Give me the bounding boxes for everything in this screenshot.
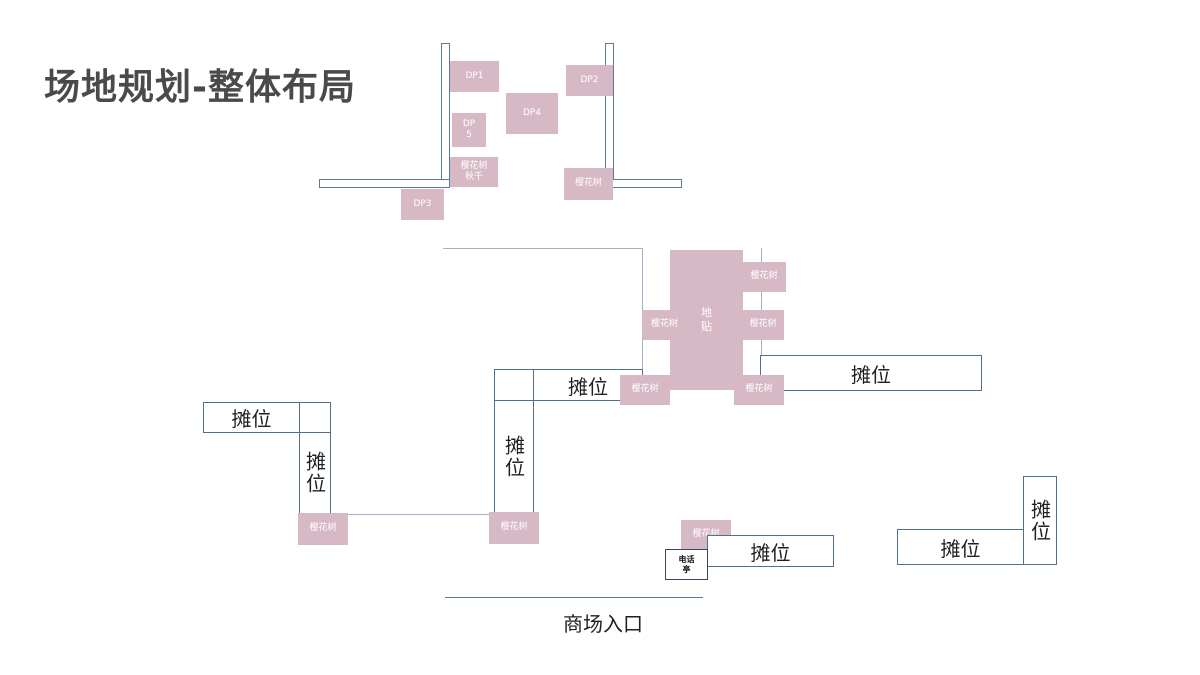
stall: 摊位	[203, 402, 300, 433]
entrance-line	[445, 597, 703, 598]
stall: 摊位	[494, 400, 534, 513]
boundary-line	[348, 514, 489, 515]
dp3-zone: DP3	[401, 189, 444, 220]
stall-label: 摊位	[1027, 498, 1052, 543]
boundary-line	[443, 248, 643, 249]
stall	[299, 402, 331, 433]
page-title: 场地规划-整体布局	[44, 67, 356, 108]
dp1-zone: DP1	[450, 61, 499, 92]
cherry-tree: 樱花树	[298, 513, 348, 545]
wall-left-horizontal	[319, 179, 450, 188]
stall: 摊位	[707, 535, 834, 567]
dp2-zone: DP2	[566, 65, 613, 96]
cherry-tree: 樱花树	[742, 310, 784, 340]
boundary-line	[642, 248, 643, 370]
cherry-tree: 樱花树	[742, 262, 786, 292]
cherry-tree: 樱花树	[489, 512, 539, 544]
entrance-label: 商场入口	[563, 612, 643, 636]
stall: 摊位	[760, 355, 982, 391]
stall: 摊位	[1023, 476, 1057, 565]
cherry-tree: 樱花树	[642, 310, 687, 340]
stall	[494, 369, 534, 401]
stall-label: 摊位	[501, 434, 526, 479]
stall: 摊位	[897, 529, 1024, 565]
wall-right-horizontal	[605, 179, 682, 188]
stall: 摊位	[299, 432, 331, 514]
dp5-zone: DP 5	[452, 113, 486, 147]
cherry-tree-swing: 樱花树 秋千	[450, 157, 498, 187]
boundary-line	[761, 248, 762, 360]
stall-label: 摊位	[302, 451, 327, 495]
cherry-tree: 樱花树	[734, 375, 784, 405]
wall-left-vertical	[441, 43, 450, 188]
cherry-tree: 樱花树	[564, 168, 613, 200]
cherry-tree: 樱花树	[620, 375, 670, 405]
phone-booth: 电话 亭	[665, 549, 708, 580]
dp4-zone: DP4	[506, 93, 558, 134]
